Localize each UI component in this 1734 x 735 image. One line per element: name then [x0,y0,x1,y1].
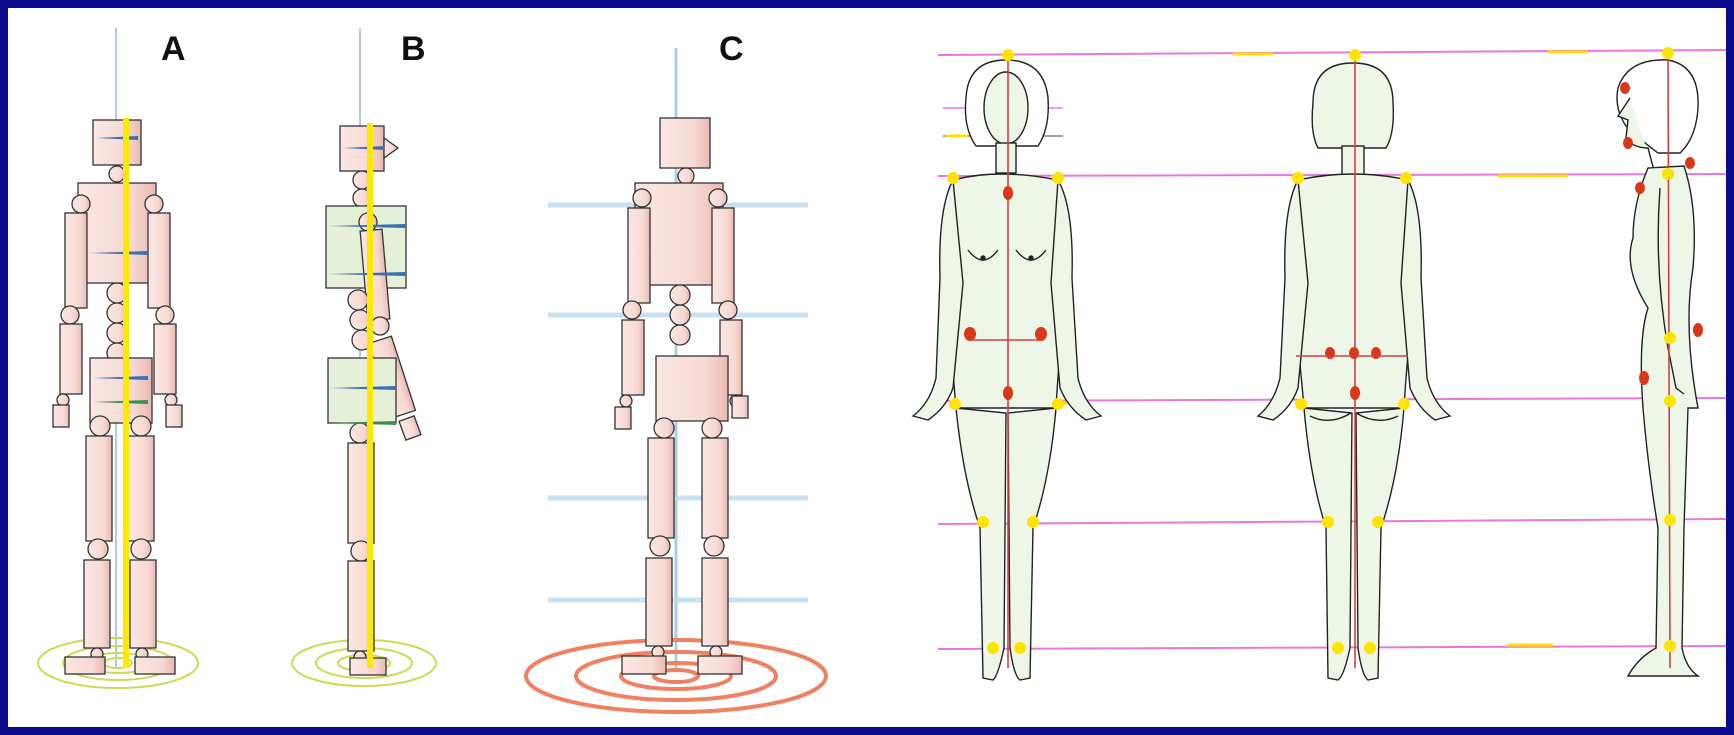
diagram-frame: A B C [8,8,1726,727]
back-view [1258,63,1450,680]
base-spiral-c [526,640,826,712]
side-view [1617,60,1698,676]
side-mannequin [292,28,436,686]
rotated-mannequin [526,48,826,712]
front-view [913,60,1101,680]
front-mannequin [38,28,198,688]
diagram-canvas [8,8,1726,727]
